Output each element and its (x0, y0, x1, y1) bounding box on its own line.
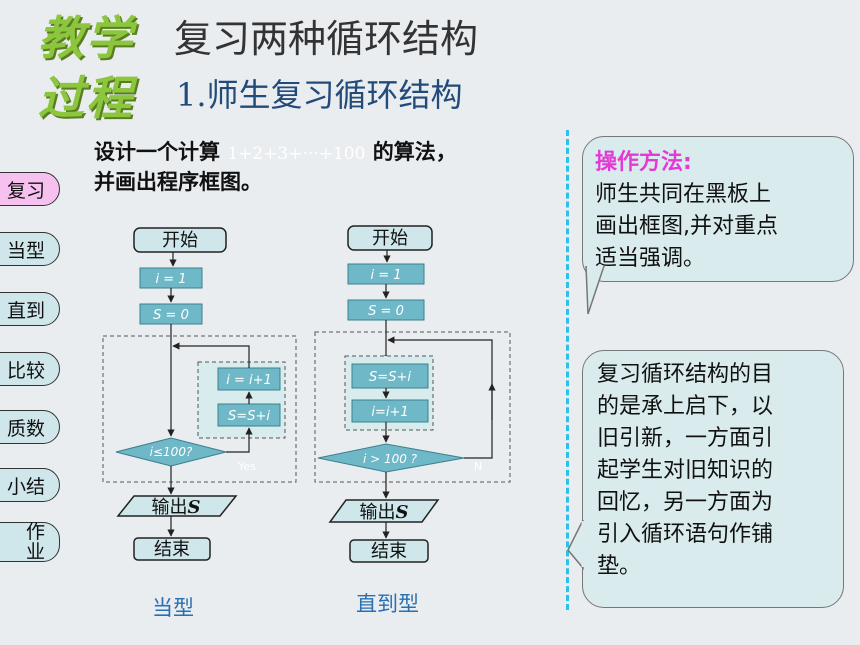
question-part-2: 的算法， (372, 140, 457, 164)
callout-tail-top (585, 266, 605, 315)
right-cond-label: i > 100 ? (363, 452, 418, 466)
right-output-text: 输出S (360, 502, 409, 523)
sidebar-item-prime[interactable]: 质数 (0, 410, 60, 444)
sidebar-item-homework[interactable]: 作 业 (0, 522, 60, 562)
left-cond-label: i≤100? (150, 445, 193, 459)
brand-line-2: 过程 (38, 71, 134, 125)
left-end-label: 结束 (154, 539, 190, 560)
purpose-line-2: 的是承上启下，以 (597, 394, 774, 419)
sidebar-item-while-type[interactable]: 当型 (0, 232, 60, 266)
question-line-1: 设计一个计算 1+2+3+···+100 的算法， (94, 136, 457, 166)
sidebar-item-review[interactable]: 复习 (0, 172, 60, 206)
method-callout-line-1: 师生共同在黑板上 (595, 182, 772, 207)
right-init-s-label: S = 0 (368, 304, 404, 319)
purpose-line-3: 旧引新，一方面引 (597, 426, 774, 451)
sidebar-item-until-type[interactable]: 直到 (0, 292, 60, 326)
left-start-box (133, 227, 227, 253)
page-subtitle: 1.师生复习循环结构 (176, 76, 463, 114)
left-start-label: 开始 (162, 230, 198, 251)
flowchart-until: 开始 i = 1 S = 0 S=S+i i=i+1 i > 100 ? N 输… (314, 225, 511, 563)
sidebar-item-compare[interactable]: 比较 (0, 352, 60, 386)
purpose-line-7: 垫。 (597, 554, 642, 579)
brand-line-1: 教学 (38, 11, 134, 65)
purpose-line-6: 引入循环语句作铺 (597, 522, 774, 547)
purpose-line-5: 回忆，另一方面为 (597, 490, 774, 515)
flowcharts: 开始 i = 1 S = 0 i = i+1 S=S+i i≤100? Yes … (102, 225, 511, 563)
right-output-prefix: 输出 (360, 502, 396, 523)
callout-tail-bottom (567, 520, 585, 571)
right-caption: 直到型 (356, 592, 419, 616)
right-step-i-label: i=i+1 (371, 405, 408, 420)
method-callout-head: 操作方法: (595, 150, 692, 175)
left-output-text: 输出S (152, 497, 201, 518)
vertical-divider (566, 130, 569, 610)
right-start-box (347, 225, 433, 251)
flowchart-while: 开始 i = 1 S = 0 i = i+1 S=S+i i≤100? Yes … (102, 227, 297, 561)
page-title: 复习两种循环结构 (174, 17, 479, 61)
right-step-s-label: S=S+i (369, 370, 411, 385)
question-formula: 1+2+3+···+100 (227, 144, 366, 164)
right-output-var: S (396, 502, 409, 523)
purpose-line-4: 起学生对旧知识的 (597, 458, 774, 483)
question-line-2: 并画出程序框图。 (94, 170, 262, 194)
purpose-callout: 复习循环结构的目 的是承上启下，以 旧引新，一方面引 起学生对旧知识的 回忆，另… (582, 350, 844, 608)
right-no-label: N (474, 460, 482, 473)
left-output-prefix: 输出 (152, 497, 188, 518)
method-callout-line-3: 适当强调。 (595, 246, 706, 271)
sidebar-item-summary[interactable]: 小结 (0, 468, 60, 502)
right-output-box (328, 499, 440, 523)
right-step-i-box (351, 399, 429, 423)
method-callout-line-2: 画出框图,并对重点 (595, 214, 778, 239)
homework-label-top: 作 (25, 521, 45, 543)
left-init-i-label: i = 1 (155, 272, 186, 287)
left-yes-label: Yes (237, 460, 256, 473)
left-caption: 当型 (152, 596, 194, 620)
method-callout: 操作方法: 师生共同在黑板上 画出框图,并对重点 适当强调。 (582, 136, 854, 282)
right-step-s-box (351, 363, 429, 389)
right-init-i-label: i = 1 (370, 268, 401, 283)
question-part-1: 设计一个计算 (94, 140, 220, 164)
left-step-i-label: i = i+1 (226, 373, 272, 388)
right-end-box (349, 539, 429, 563)
left-output-var: S (188, 497, 201, 518)
left-init-s-label: S = 0 (153, 308, 189, 323)
right-start-label: 开始 (372, 228, 408, 249)
left-step-s-label: S=S+i (228, 409, 270, 424)
left-output-box (116, 495, 238, 517)
left-end-box (133, 537, 211, 561)
purpose-line-1: 复习循环结构的目 (597, 362, 774, 387)
right-end-label: 结束 (371, 541, 407, 562)
homework-label-bottom: 业 (25, 541, 45, 563)
